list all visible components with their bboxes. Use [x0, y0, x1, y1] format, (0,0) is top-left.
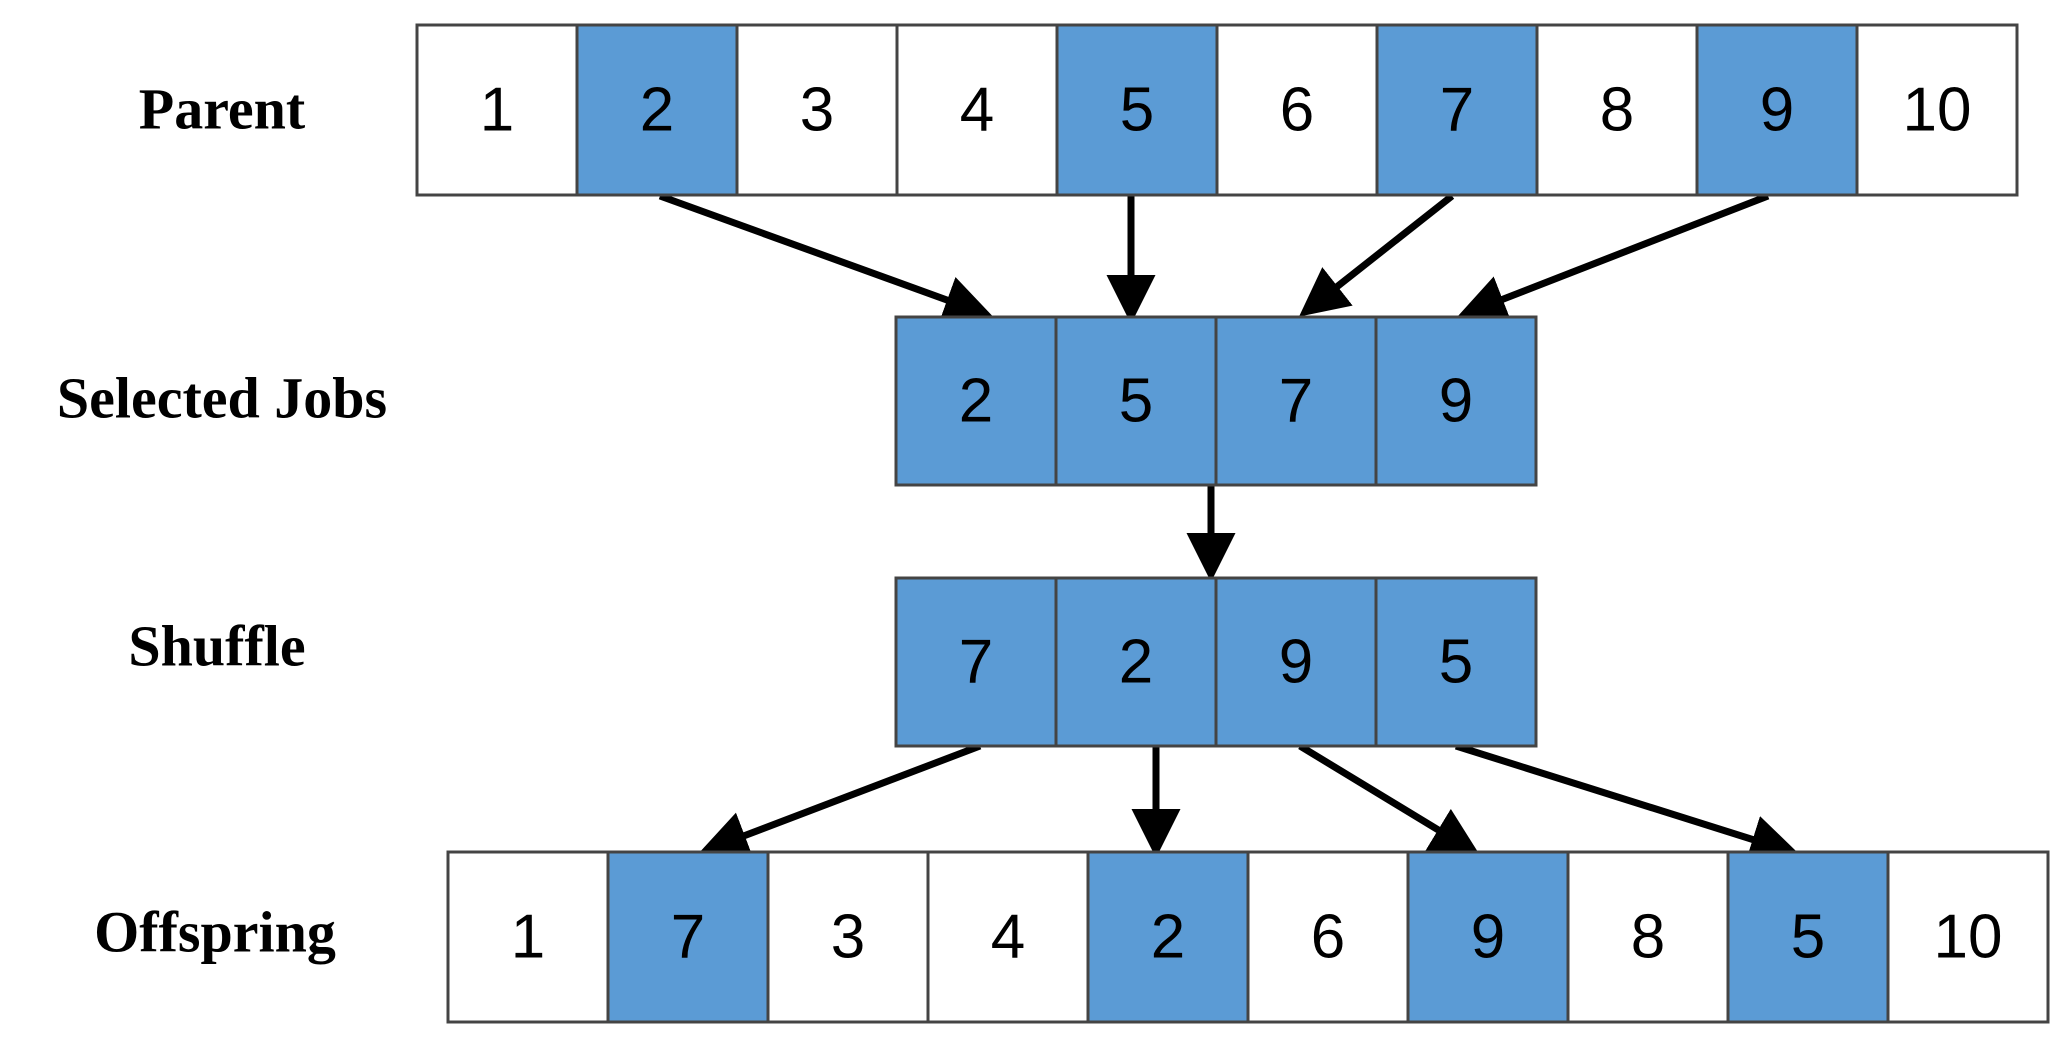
- parent-to-selected-arrows: [658, 192, 1770, 324]
- parent-cell-4: [895, 23, 1059, 197]
- offspring-cell-8: [1566, 850, 1730, 1024]
- selected-job-cell-1-highlighted: [894, 315, 1058, 487]
- parent-cell-10: [1855, 23, 2019, 197]
- offspring-row-label: Offspring: [94, 899, 336, 964]
- selected-job-cell-2-highlighted: [1054, 315, 1218, 487]
- parent-cell-8-value: 8: [1600, 75, 1634, 144]
- parent-cell-3: [735, 23, 899, 197]
- shuffled-jobs-block: 7 2 9 5: [894, 576, 1538, 748]
- selected-job-cell-1-value: 2: [959, 366, 993, 435]
- selected-jobs-row-label: Selected Jobs: [57, 365, 387, 430]
- offspring-chromosome: 1 7 3 4 2 6 9 8 5 10: [446, 850, 2050, 1024]
- offspring-cell-6: [1246, 850, 1410, 1024]
- selected-job-cell-3-value: 7: [1279, 366, 1313, 435]
- offspring-cell-7-value: 9: [1471, 902, 1505, 971]
- selected-job-cell-3-highlighted: [1214, 315, 1378, 487]
- offspring-cell-8-value: 8: [1631, 902, 1665, 971]
- selected-jobs-block: 2 5 7 9: [894, 315, 1538, 487]
- offspring-cell-7-highlighted: [1406, 850, 1570, 1024]
- offspring-cell-3-value: 3: [831, 902, 865, 971]
- parent-row-label: Parent: [139, 76, 306, 141]
- offspring-cell-4-value: 4: [991, 902, 1025, 971]
- shuffle-to-offspring-arrows: [698, 742, 1800, 863]
- offspring-cell-1-value: 1: [511, 902, 545, 971]
- parent-cell-7-value: 7: [1440, 75, 1474, 144]
- parent-chromosome: 1 2 3 4 5 6 7 8 9 10: [415, 23, 2019, 197]
- arrow-shuffle-5-to-offspring: [1454, 742, 1800, 863]
- parent-cell-3-value: 3: [800, 75, 834, 144]
- arrow-parent-7-to-selected: [1299, 193, 1455, 317]
- shuffled-job-cell-1-highlighted: [894, 576, 1058, 748]
- arrow-shuffle-9-to-offspring: [1298, 743, 1480, 856]
- offspring-cell-10: [1886, 850, 2050, 1024]
- parent-cell-2-highlighted: [575, 23, 739, 197]
- offspring-cell-6-value: 6: [1311, 902, 1345, 971]
- arrow-parent-2-to-selected: [658, 192, 994, 324]
- parent-cell-8: [1535, 23, 1699, 197]
- shuffled-job-cell-3-value: 9: [1279, 627, 1313, 696]
- shuffled-job-cell-3-highlighted: [1214, 576, 1378, 748]
- parent-cell-9-highlighted: [1695, 23, 1859, 197]
- parent-cell-9-value: 9: [1760, 75, 1794, 144]
- shuffled-job-cell-1-value: 7: [959, 627, 993, 696]
- parent-cell-1-value: 1: [480, 75, 514, 144]
- parent-cell-10-value: 10: [1903, 75, 1972, 144]
- selected-job-cell-4-value: 9: [1439, 366, 1473, 435]
- parent-cell-2-value: 2: [640, 75, 674, 144]
- parent-cell-4-value: 4: [960, 75, 994, 144]
- parent-cell-6: [1215, 23, 1379, 197]
- arrow-shuffle-7-to-offspring: [698, 742, 982, 859]
- parent-cell-5-value: 5: [1120, 75, 1154, 144]
- shuffled-job-cell-4-highlighted: [1374, 576, 1538, 748]
- shuffled-job-cell-2-highlighted: [1054, 576, 1218, 748]
- arrow-parent-9-to-selected: [1456, 192, 1770, 323]
- shuffled-job-cell-4-value: 5: [1439, 627, 1473, 696]
- offspring-cell-9-value: 5: [1791, 902, 1825, 971]
- offspring-cell-5-value: 2: [1151, 902, 1185, 971]
- parent-cell-6-value: 6: [1280, 75, 1314, 144]
- offspring-cell-1: [446, 850, 610, 1024]
- shuffled-job-cell-2-value: 2: [1119, 627, 1153, 696]
- offspring-cell-2-value: 7: [671, 902, 705, 971]
- selected-job-cell-4-highlighted: [1374, 315, 1538, 487]
- parent-cell-1: [415, 23, 579, 197]
- shuffle-row-label: Shuffle: [128, 613, 305, 678]
- offspring-cell-4: [926, 850, 1090, 1024]
- parent-cell-5-highlighted: [1055, 23, 1219, 197]
- offspring-cell-3: [766, 850, 930, 1024]
- offspring-cell-10-value: 10: [1934, 902, 2003, 971]
- offspring-cell-5-highlighted: [1086, 850, 1250, 1024]
- selected-job-cell-2-value: 5: [1119, 366, 1153, 435]
